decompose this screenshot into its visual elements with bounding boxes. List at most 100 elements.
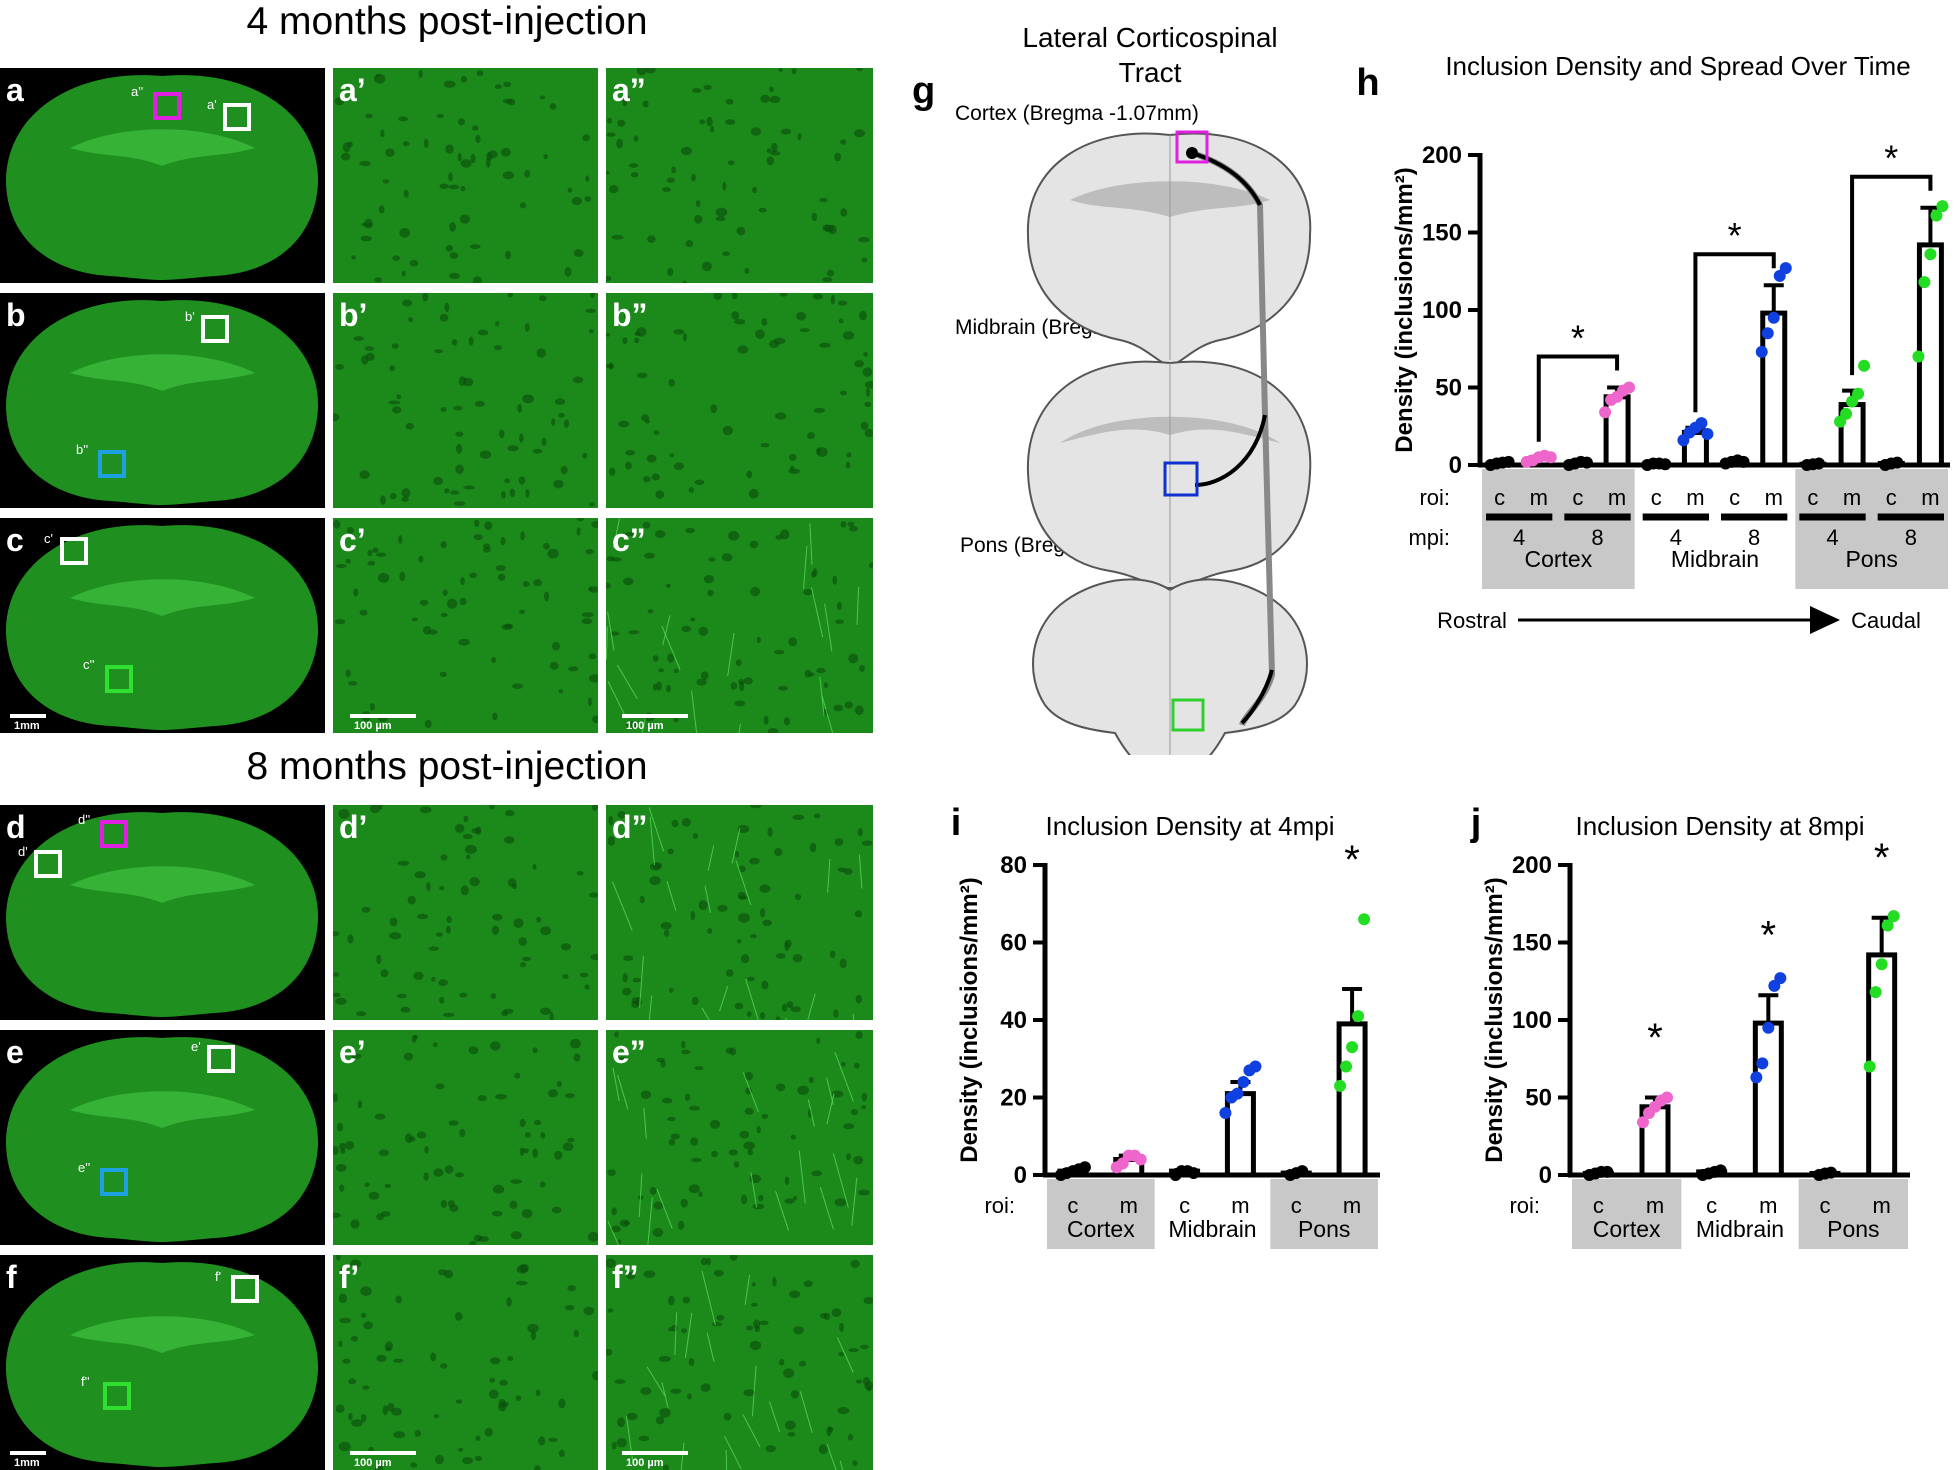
sig-star-h-1: * — [1728, 215, 1742, 256]
brain-section-image-e — [0, 1030, 325, 1245]
group-label-h-1: Midbrain — [1671, 546, 1759, 572]
roi-label-h-11: m — [1921, 485, 1939, 510]
panel-label-e-prime: e’ — [339, 1034, 366, 1070]
panel-label-e-double-prime: e” — [612, 1034, 646, 1070]
data-point-j-3-1 — [1756, 1057, 1769, 1070]
data-point-i-3-0 — [1219, 1107, 1232, 1119]
y-tick-label-h-4: 200 — [1422, 142, 1462, 169]
sig-bracket-h-2 — [1850, 174, 1933, 376]
sig-bracket-h-0 — [1536, 354, 1620, 442]
roi-label-d-double-prime: d'' — [78, 812, 91, 827]
micrograph-e-prime — [333, 1030, 598, 1245]
micrograph-d-double-prime — [606, 805, 873, 1020]
roi-label-h-0: c — [1494, 485, 1505, 510]
group-band-h-2 — [1795, 469, 1948, 589]
panel-label-d: d — [6, 809, 26, 845]
roi-label-c-double-prime: c'' — [83, 657, 95, 672]
group-band-h-0 — [1482, 469, 1635, 589]
roi-label-i-1: m — [1120, 1193, 1138, 1218]
roi-label-e-double-prime: e'' — [78, 1160, 91, 1175]
roi-box-a-prime — [223, 103, 251, 131]
micrograph-d-prime — [333, 805, 598, 1020]
scale-bar-f-prime-bar — [350, 1451, 416, 1455]
data-point-h-5-3 — [1695, 417, 1708, 430]
data-point-h-0-3 — [1502, 455, 1515, 468]
roi-label-h-9: m — [1843, 485, 1861, 510]
scale-bar-c-prime-text: 100 µm — [354, 720, 392, 732]
panel-label-c-prime: c’ — [339, 522, 366, 558]
scale-bar-c-bar — [10, 714, 46, 718]
data-point-i-3-2 — [1231, 1087, 1244, 1100]
scale-bar-f-prime-text: 100 µm — [354, 1457, 392, 1469]
group-label-i-0: Cortex — [1067, 1216, 1135, 1242]
scale-bar-f-bar — [10, 1451, 46, 1455]
panel-label-d-double-prime: d” — [612, 809, 648, 845]
data-point-i-3-3 — [1237, 1076, 1250, 1088]
roi-label-i-0: c — [1067, 1193, 1078, 1218]
data-point-i-3-5 — [1249, 1060, 1262, 1073]
group-band-j-2 — [1798, 1179, 1908, 1249]
data-point-h-3-0 — [1599, 406, 1612, 419]
micrograph-f-prime — [333, 1255, 598, 1470]
sig-star-j-2: * — [1874, 836, 1890, 880]
brain-section-image-c — [0, 518, 325, 733]
data-point-h-9-1 — [1840, 407, 1853, 420]
micrograph-b-double-prime — [606, 293, 873, 508]
group-label-h-2: Pons — [1845, 546, 1897, 572]
mpi-label-4: 4 — [1826, 525, 1838, 550]
data-point-h-11-2 — [1924, 248, 1937, 261]
roi-box-pons — [1171, 698, 1205, 732]
data-point-h-11-4 — [1936, 200, 1949, 213]
panel-label-f-prime: f’ — [339, 1259, 360, 1295]
panel-label-b-double-prime: b” — [612, 297, 648, 333]
data-point-j-4-2 — [1825, 1166, 1837, 1179]
panel-label-f: f — [6, 1259, 17, 1295]
roi-label-j-4: c — [1820, 1193, 1831, 1218]
group-band-j-0 — [1572, 1179, 1682, 1249]
panel-label-b: b — [6, 297, 26, 333]
y-tick-label-i-4: 80 — [1000, 852, 1027, 879]
brain-section-image-f — [0, 1255, 325, 1470]
brain-section-image-b — [0, 293, 325, 508]
scale-bar-f-double-prime-text: 100 µm — [626, 1457, 664, 1469]
panel-label-c: c — [6, 522, 24, 558]
scale-bar-c-double-prime-text: 100 µm — [626, 720, 664, 732]
data-point-i-5-1 — [1340, 1060, 1353, 1073]
y-axis-label-i: Density (inclusions/mm²) — [956, 877, 983, 1162]
data-point-j-3-0 — [1750, 1071, 1763, 1084]
scale-bar-c-double-prime-bar — [622, 714, 688, 718]
y-tick-label-j-0: 0 — [1539, 1162, 1552, 1189]
data-point-h-2-3 — [1580, 456, 1593, 469]
roi-label-h-7: m — [1765, 485, 1783, 510]
roi-box-e-double-prime — [100, 1168, 128, 1196]
data-point-h-7-4 — [1779, 262, 1792, 275]
data-point-j-5-0 — [1863, 1060, 1876, 1073]
panel-label-h: h — [1356, 62, 1379, 104]
y-tick-label-i-1: 20 — [1000, 1085, 1027, 1112]
data-point-j-1-4 — [1661, 1091, 1673, 1104]
mpi-prefix: mpi: — [1408, 525, 1450, 550]
panel-g-title-line2: Tract — [1118, 57, 1182, 88]
chart-title-i: Inclusion Density at 4mpi — [1045, 811, 1334, 841]
y-tick-label-j-3: 150 — [1512, 930, 1552, 957]
brain-section-image-d — [0, 805, 325, 1020]
chart-title-h: Inclusion Density and Spread Over Time — [1445, 51, 1910, 81]
roi-label-b-double-prime: b'' — [76, 442, 89, 457]
data-point-h-4-3 — [1659, 458, 1672, 471]
data-point-h-9-4 — [1858, 359, 1871, 372]
mpi-label-5: 8 — [1905, 525, 1917, 550]
roi-label-h-10: c — [1886, 485, 1897, 510]
roi-label-j-2: c — [1706, 1193, 1717, 1218]
data-point-j-5-4 — [1887, 910, 1900, 923]
panel-label-a: a — [6, 72, 24, 108]
roi-prefix-i: roi: — [984, 1193, 1015, 1218]
data-point-i-5-0 — [1334, 1079, 1347, 1092]
mpi-label-1: 8 — [1591, 525, 1603, 550]
y-tick-label-h-1: 50 — [1435, 375, 1462, 402]
roi-label-j-1: m — [1646, 1193, 1664, 1218]
roi-label-j-0: c — [1593, 1193, 1604, 1218]
y-axis-label-h: Density (inclusions/mm²) — [1391, 167, 1418, 452]
y-tick-label-h-2: 100 — [1422, 297, 1462, 324]
y-tick-label-i-2: 40 — [1000, 1007, 1027, 1034]
